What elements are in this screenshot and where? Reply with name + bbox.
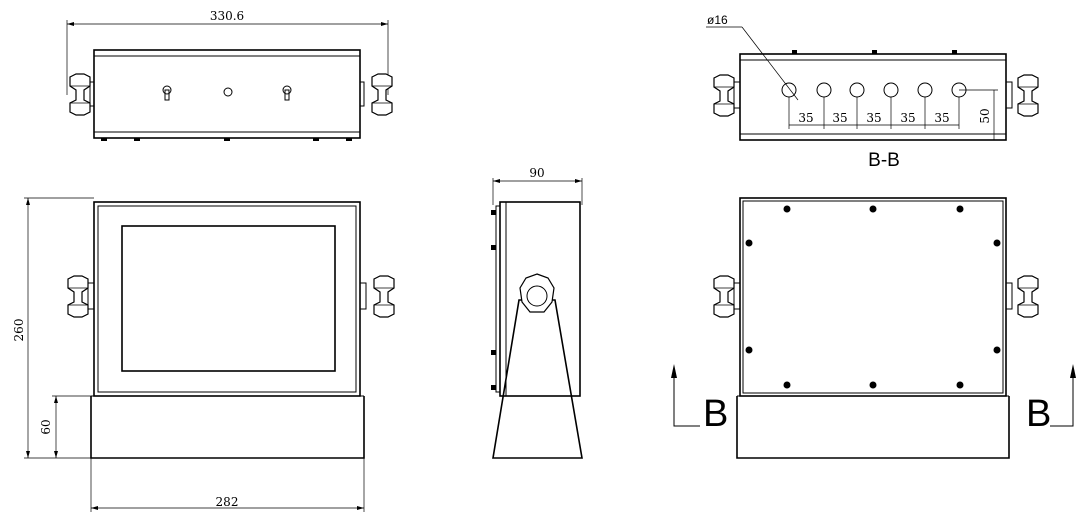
side-view: 90 bbox=[491, 166, 583, 459]
dim-pitch-4: 35 bbox=[900, 111, 915, 125]
dim-front-width: 282 bbox=[216, 495, 239, 509]
dim-pitch-2: 35 bbox=[832, 111, 847, 125]
section-marker-right: B bbox=[1026, 393, 1051, 435]
dim-hole-diameter: ø16 bbox=[707, 13, 728, 27]
dim-side-depth: 90 bbox=[529, 166, 544, 180]
dim-pitch-5: 35 bbox=[934, 111, 949, 125]
top-view: 330.6 bbox=[66, 9, 393, 141]
section-marker-left: B bbox=[703, 393, 728, 435]
dim-front-height: 260 bbox=[12, 319, 26, 342]
front-view: 260 60 282 bbox=[12, 197, 395, 512]
dim-hole-height: 50 bbox=[978, 108, 992, 123]
dim-pitch-1: 35 bbox=[798, 111, 813, 125]
section-title: B-B bbox=[868, 150, 900, 171]
back-view: B B bbox=[671, 197, 1076, 459]
section-bb-view: ø16 35 35 35 35 35 50 bbox=[706, 13, 1039, 171]
dim-top-width: 330.6 bbox=[210, 9, 244, 23]
dim-pitch-3: 35 bbox=[866, 111, 881, 125]
dim-base-height: 60 bbox=[39, 419, 53, 434]
